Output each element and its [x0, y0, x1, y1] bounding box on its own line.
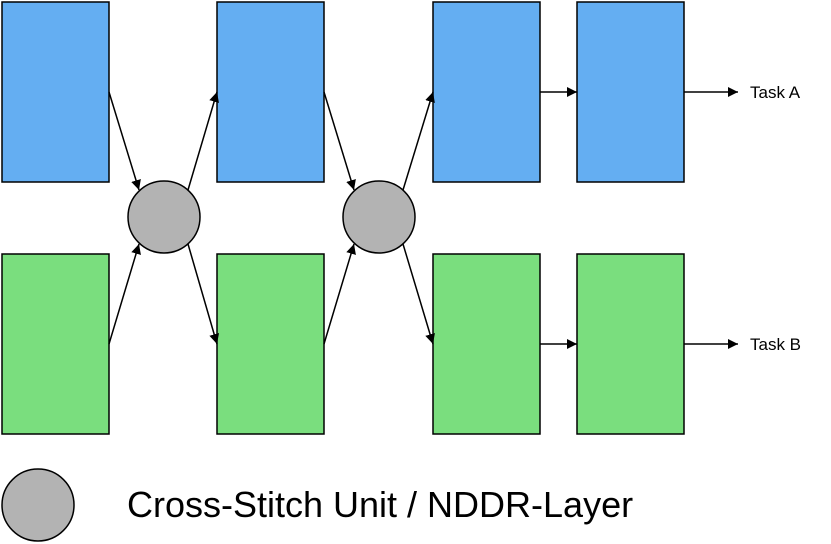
- task-a-block-2: [216, 1, 325, 183]
- task-b-block-3: [432, 253, 541, 435]
- cross-stitch-unit-1: [127, 180, 201, 254]
- legend-unit-icon: [1, 468, 75, 542]
- arrow-a2-to-unit2: [323, 91, 356, 191]
- arrow-unit2-to-b3: [402, 243, 435, 345]
- task-a-block-3: [432, 1, 541, 183]
- task-b-block-4: [576, 253, 685, 435]
- arrow-a1-to-unit1: [108, 91, 141, 191]
- arrow-b1-to-unit1: [108, 243, 141, 345]
- task-a-label: Task A: [750, 83, 801, 102]
- task-a-block-1: [1, 1, 110, 183]
- cross-stitch-unit-2: [342, 180, 416, 254]
- arrow-unit1-to-b2: [187, 243, 220, 345]
- arrow-unit2-to-a3: [402, 91, 435, 191]
- legend-label: Cross-Stitch Unit / NDDR-Layer: [127, 484, 633, 525]
- task-b-label: Task B: [750, 335, 801, 354]
- arrow-b2-to-unit2: [323, 243, 356, 345]
- task-b-block-1: [1, 253, 110, 435]
- task-b-block-2: [216, 253, 325, 435]
- arrow-unit1-to-a2: [187, 91, 219, 191]
- task-a-block-4: [576, 1, 685, 183]
